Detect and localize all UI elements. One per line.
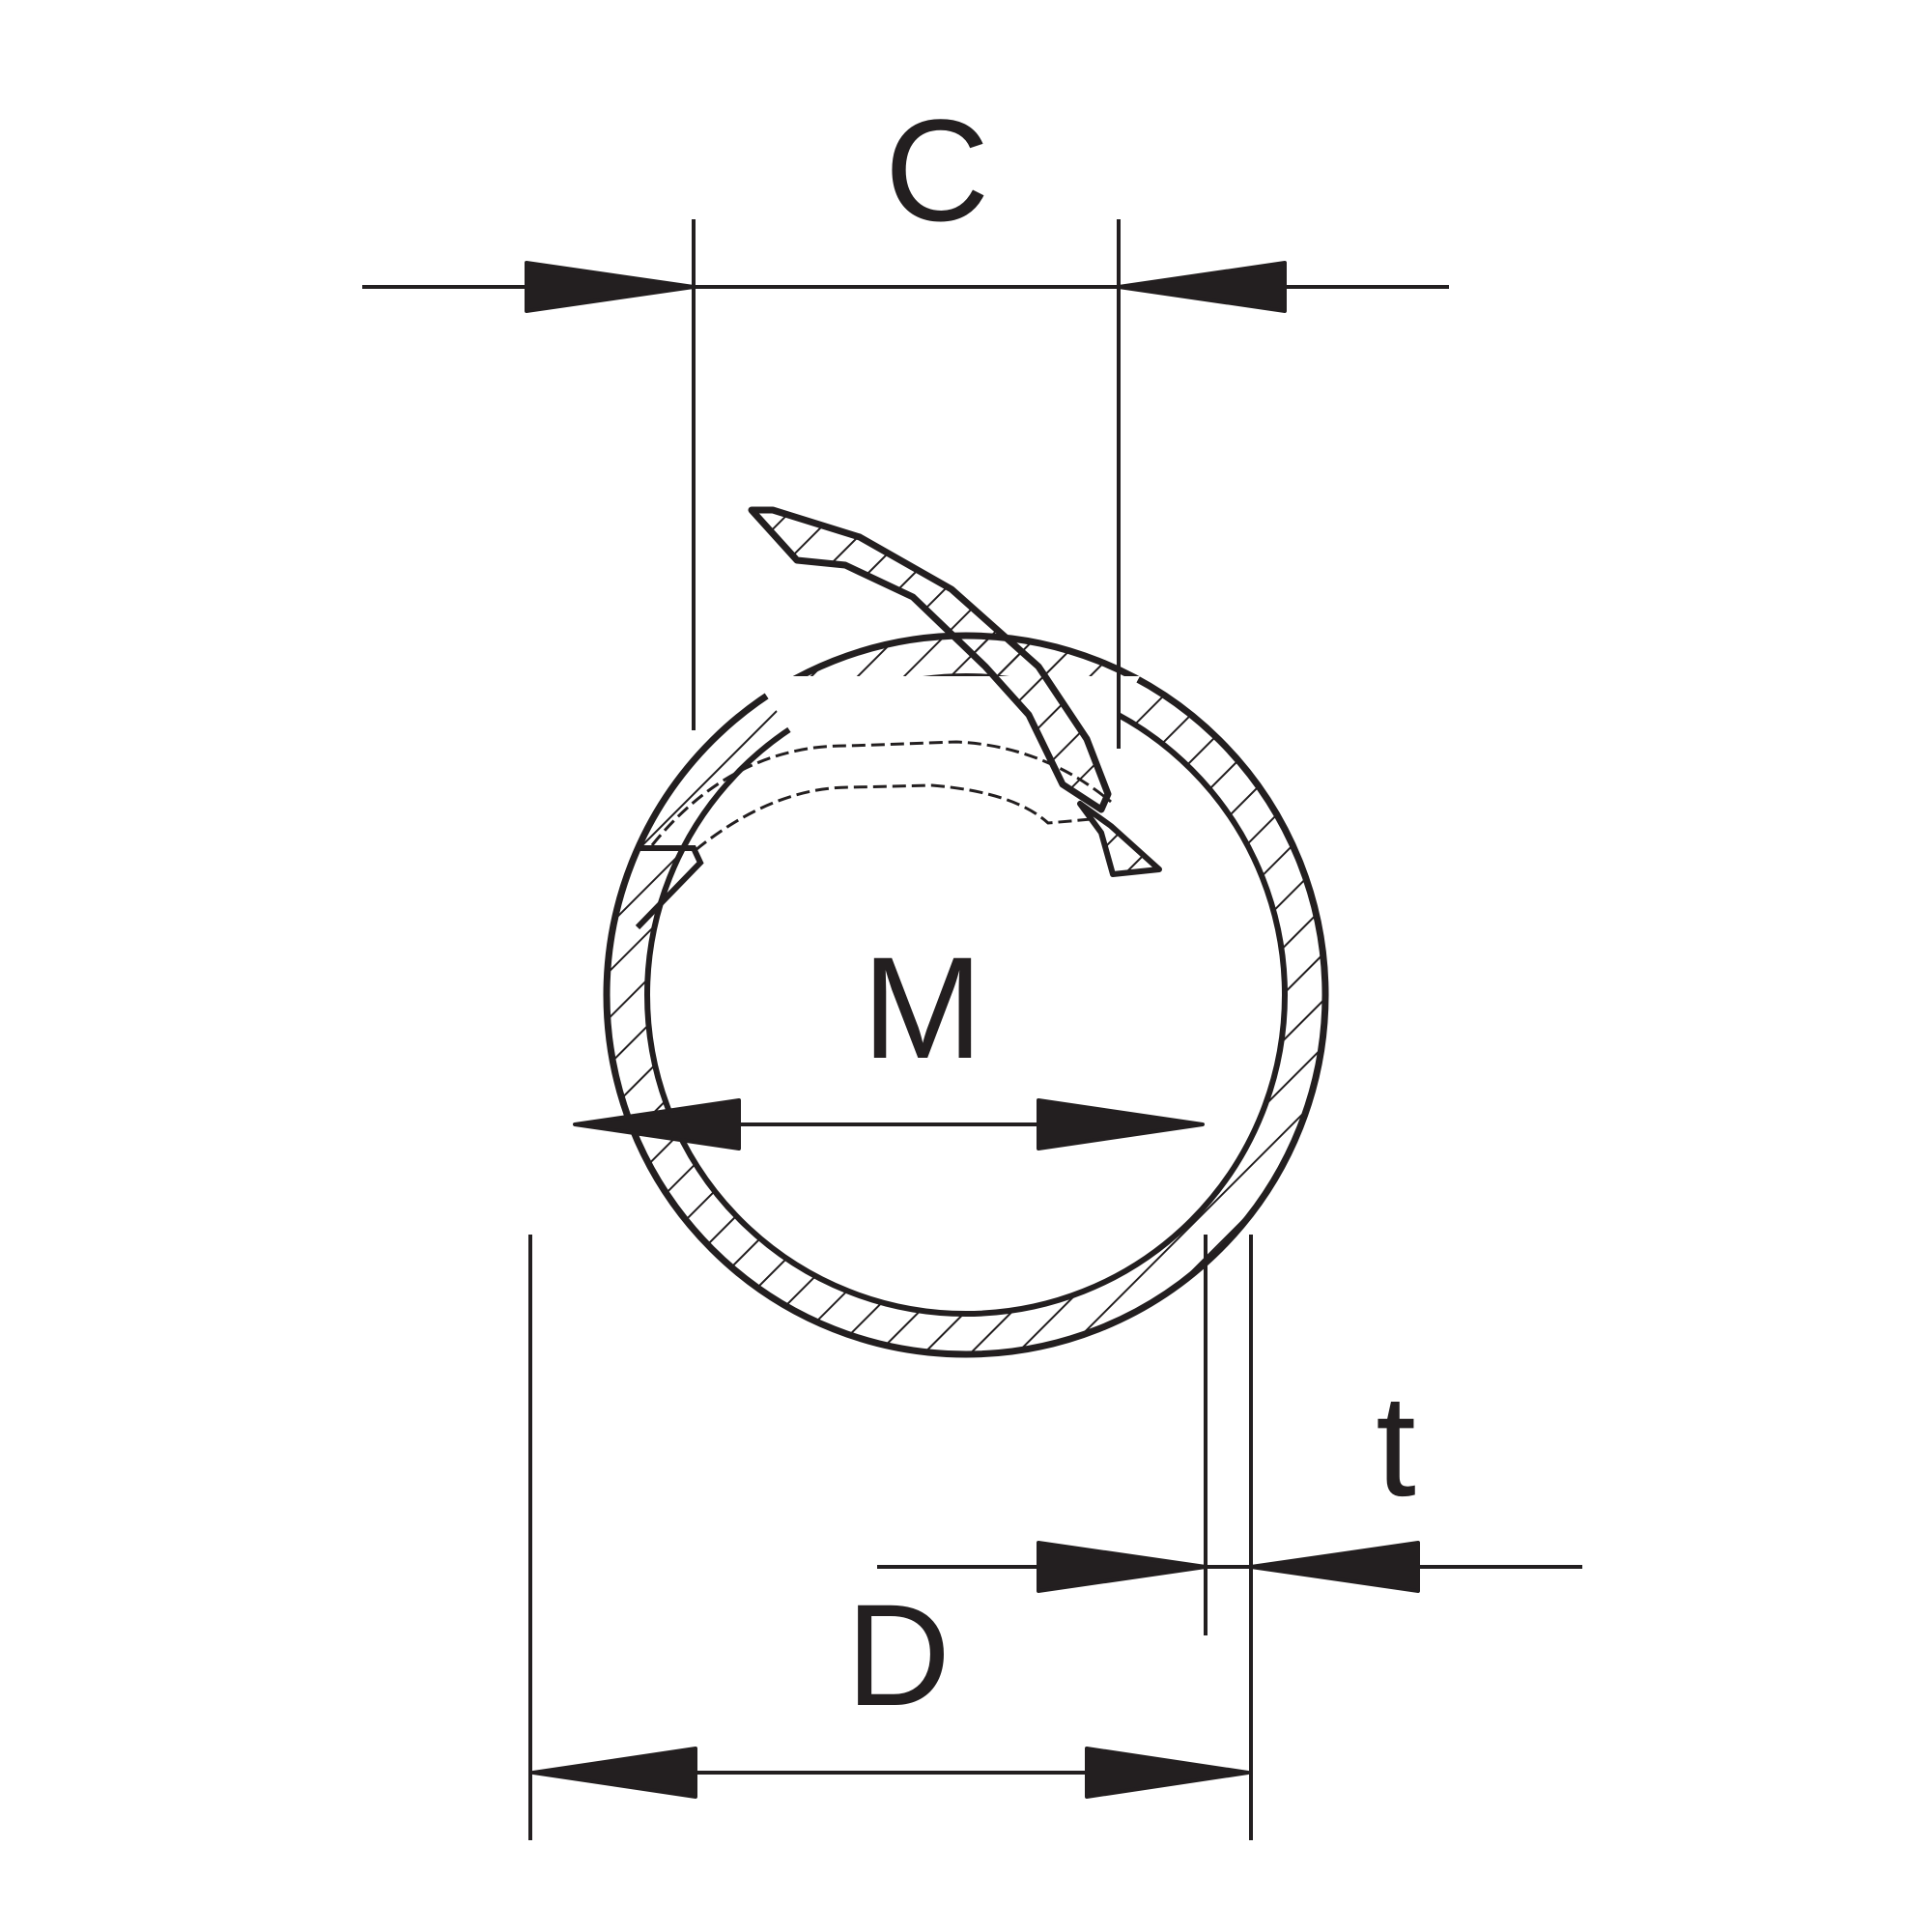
- dim-t-arrow-right: [1249, 1541, 1420, 1593]
- clamp-tail-join: [1077, 801, 1162, 877]
- clamp-tail-hatch: [748, 506, 1112, 813]
- dimension-d: D: [528, 1235, 1253, 1840]
- dim-m-arrow-right: [1037, 1098, 1205, 1151]
- dim-c-arrow-left: [525, 261, 696, 313]
- ring-left-end: [635, 845, 704, 930]
- dim-d-arrow-left: [531, 1747, 697, 1799]
- dim-m-arrow-left: [573, 1098, 741, 1151]
- dimension-m: M: [573, 926, 1205, 1151]
- dim-m-label: M: [863, 926, 983, 1089]
- dimension-t: t: [877, 1235, 1582, 1635]
- ring-inner-edge: [644, 673, 1288, 1317]
- dim-d-label: D: [846, 1574, 951, 1736]
- dimension-c: C: [362, 89, 1449, 749]
- dim-t-arrow-left: [1037, 1541, 1208, 1593]
- dim-c-label: C: [885, 89, 989, 251]
- clamp-tail: [748, 506, 1162, 877]
- ring-open-contour-inner: [695, 783, 1093, 852]
- dim-c-arrow-right: [1117, 261, 1287, 313]
- dim-d-arrow-right: [1085, 1747, 1250, 1799]
- dim-t-label: t: [1376, 1364, 1416, 1526]
